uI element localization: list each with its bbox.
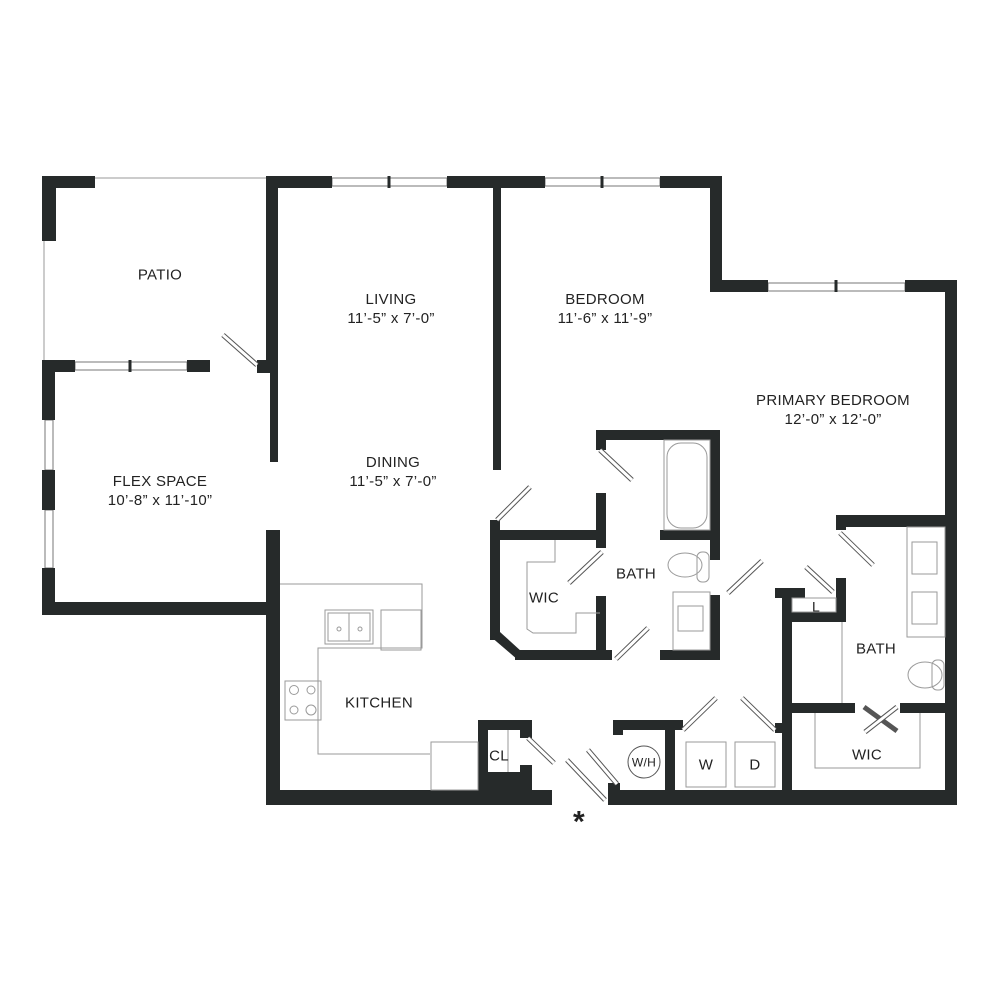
- room-name: WIC: [851, 746, 883, 764]
- laundry-fixtures: [507, 730, 776, 788]
- room-name: LIVING: [365, 291, 417, 308]
- room-label-closet: CL: [489, 747, 509, 766]
- entry-marker: *: [573, 805, 585, 839]
- kitchen-counters: [280, 583, 479, 791]
- room-label-linen: L: [812, 598, 820, 617]
- room-name: KITCHEN: [345, 694, 413, 712]
- bath-fixtures: [526, 439, 946, 769]
- room-dimensions: 11’-6” x 11’-9”: [557, 310, 653, 327]
- room-name: CL: [489, 747, 509, 765]
- room-label-kitchen: KITCHEN: [345, 694, 413, 713]
- room-dimensions: 11’-5” x 7’-0”: [349, 473, 437, 490]
- room-name: PRIMARY BEDROOM: [756, 392, 910, 409]
- room-name: W/H: [631, 755, 657, 770]
- room-label-primary-wic: WIC: [852, 746, 882, 765]
- room-name: D: [749, 756, 761, 774]
- room-name: BATH: [855, 640, 897, 658]
- room-label-living: LIVING 11’-5” x 7’-0”: [347, 290, 434, 328]
- room-label-dining: DINING 11’-5” x 7’-0”: [349, 453, 436, 491]
- doors: [221, 333, 899, 802]
- room-label-patio: PATIO: [138, 266, 182, 285]
- room-name: PATIO: [137, 266, 183, 284]
- room-name: BATH: [615, 565, 657, 583]
- patio-edges: [43, 177, 268, 360]
- walls: [42, 176, 957, 805]
- room-label-bedroom: BEDROOM 11’-6” x 11’-9”: [558, 290, 653, 328]
- dryer-label: D: [749, 756, 760, 775]
- room-name: FLEX SPACE: [112, 473, 208, 490]
- room-name: BEDROOM: [565, 291, 645, 308]
- room-name: L: [811, 598, 821, 615]
- room-label-wic: WIC: [529, 589, 559, 608]
- entry-asterisk: *: [573, 805, 585, 839]
- room-dimensions: 11’-5” x 7’-0”: [347, 310, 435, 327]
- room-dimensions: 10’-8” x 11’-10”: [107, 492, 213, 509]
- room-name: DINING: [365, 454, 421, 471]
- room-label-flex-space: FLEX SPACE 10’-8” x 11’-10”: [108, 472, 213, 510]
- room-name: WIC: [528, 589, 560, 607]
- room-label-primary-bedroom: PRIMARY BEDROOM 12’-0” x 12’-0”: [756, 391, 910, 429]
- room-dimensions: 12’-0” x 12’-0”: [784, 411, 882, 428]
- room-label-primary-bath: BATH: [856, 640, 896, 659]
- room-label-bath: BATH: [616, 565, 656, 584]
- room-name: W: [698, 756, 714, 774]
- water-heater-label: W/H: [632, 754, 656, 773]
- washer-label: W: [699, 756, 713, 775]
